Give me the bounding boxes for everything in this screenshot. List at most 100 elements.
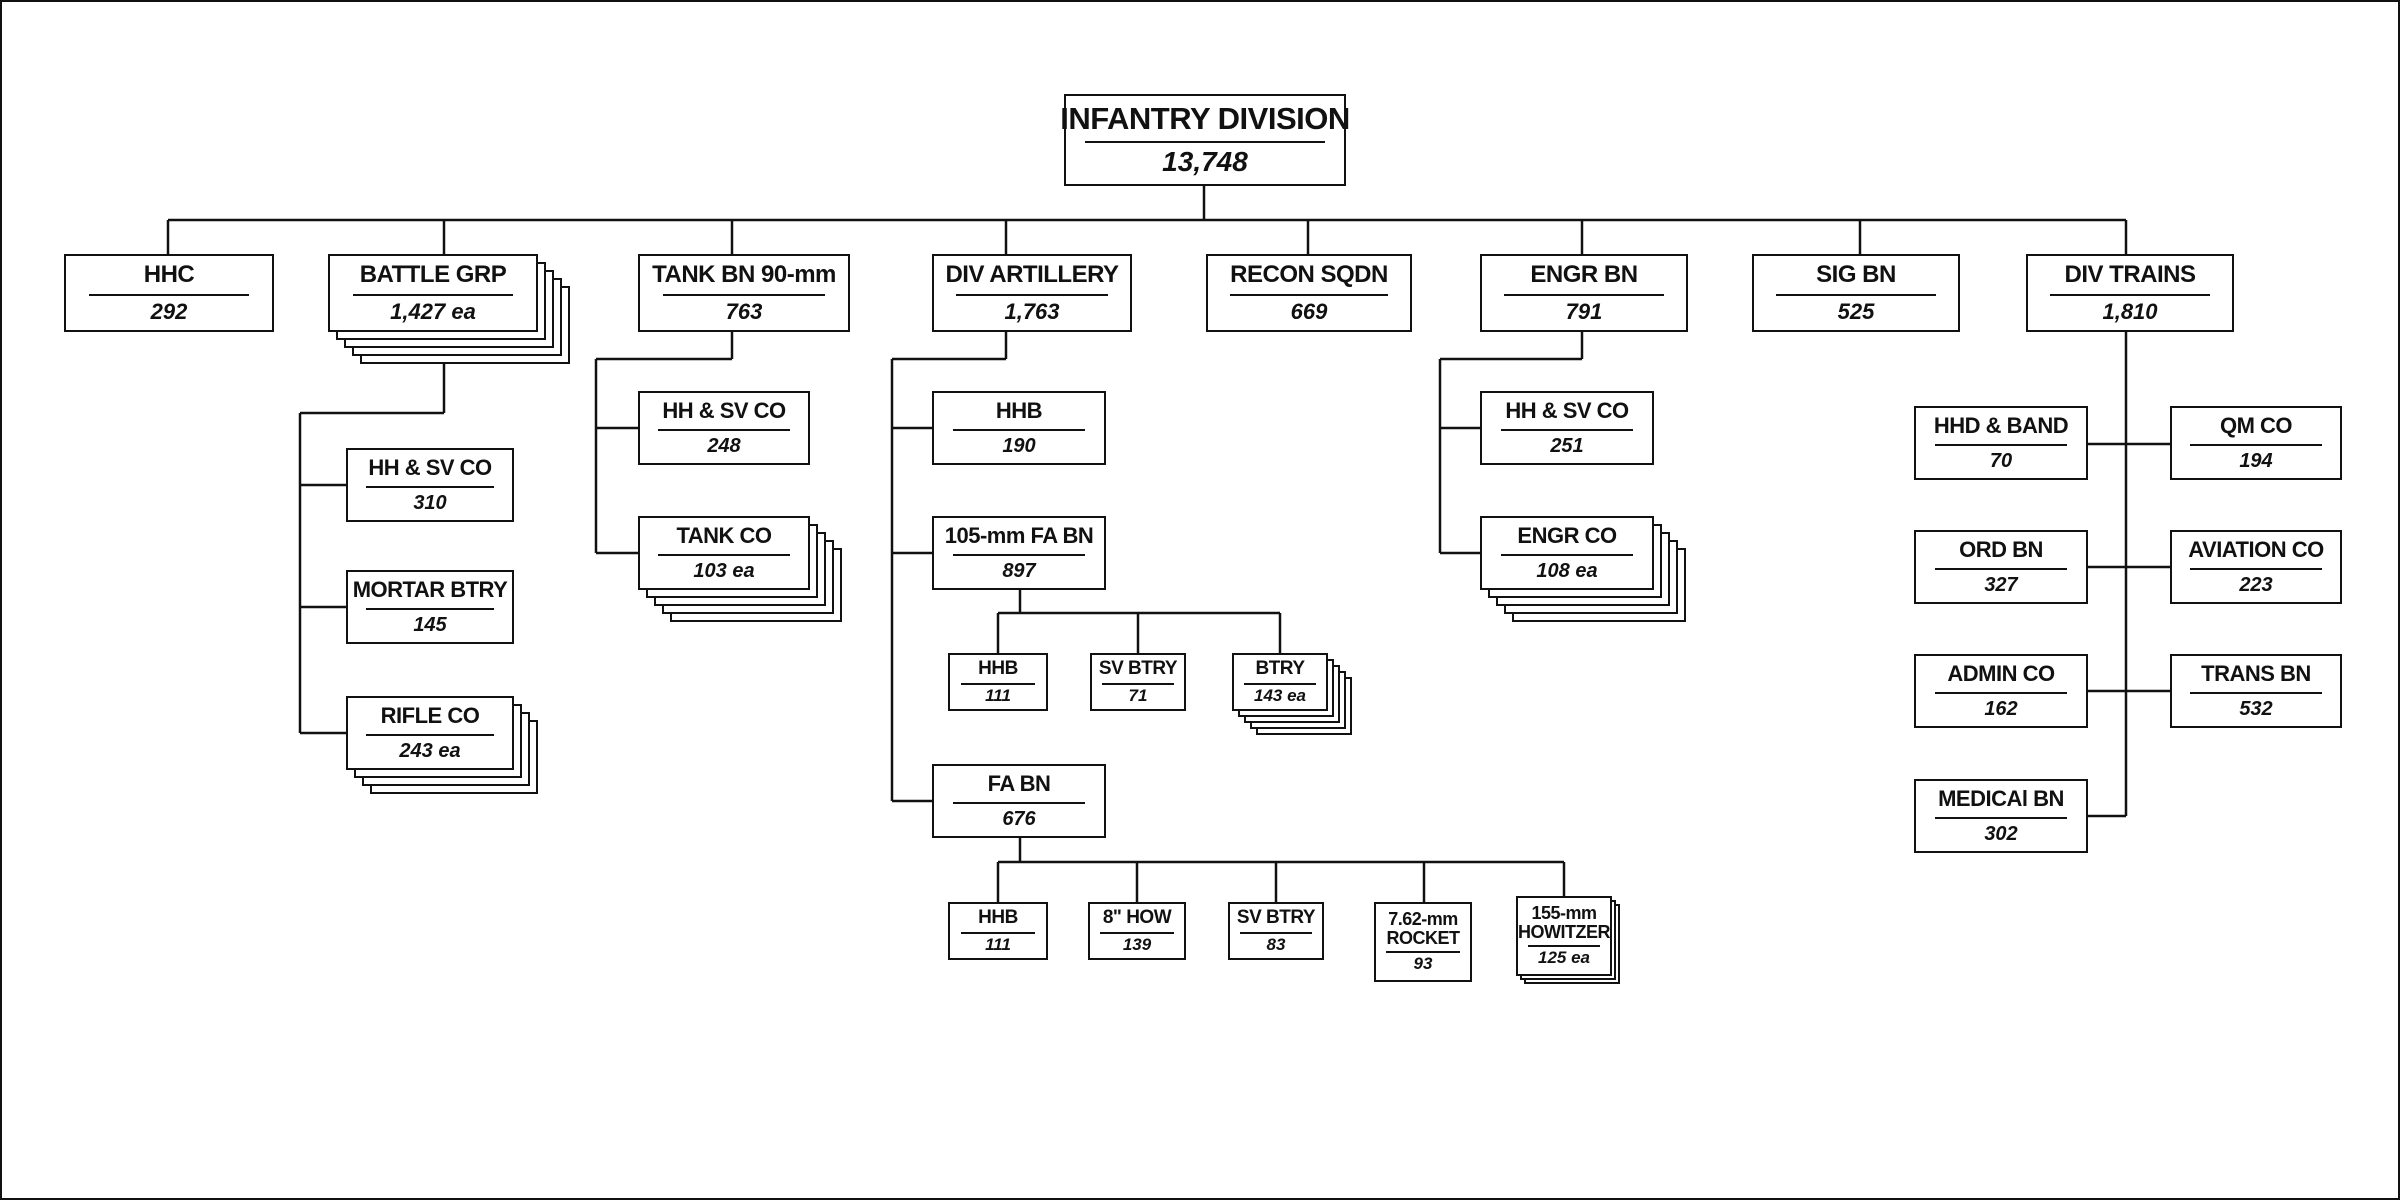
- node-label: BATTLE GRP: [359, 261, 507, 289]
- node-art-hhb: HHB 190: [932, 391, 1106, 465]
- node-qm-co: QM CO 194: [2170, 406, 2342, 480]
- node-strength: 243 ea: [399, 739, 461, 762]
- node-strength: 70: [1989, 449, 2013, 472]
- node-divider: [2190, 691, 2322, 694]
- node-105-sv-btry: SV BTRY 71: [1090, 653, 1186, 711]
- node-strength: 791: [1565, 298, 1603, 324]
- node-divider: [1934, 443, 2068, 446]
- node-admin-co: ADMIN CO 162: [1914, 654, 2088, 728]
- node-divider: [1100, 931, 1174, 934]
- node-strength: 71: [1128, 685, 1148, 705]
- node-divider: [2190, 443, 2322, 446]
- node-label: 8" HOW: [1102, 906, 1172, 928]
- node-div-trains: DIV TRAINS 1,810: [2026, 254, 2234, 332]
- node-label: DIV ARTILLERY: [945, 261, 1119, 289]
- node-strength: 223: [2239, 573, 2273, 596]
- node-medical-bn: MEDICAl BN 302: [1914, 779, 2088, 853]
- node-divider: [1500, 553, 1634, 556]
- node-strength: 162: [1984, 697, 2018, 720]
- node-label: SV BTRY: [1236, 906, 1316, 928]
- node-strength: 669: [1290, 298, 1328, 324]
- node-strength: 302: [1984, 822, 2018, 845]
- node-strength: 103 ea: [693, 559, 755, 582]
- node-strength: 125 ea: [1538, 948, 1590, 968]
- node-label: INFANTRY DIVISION: [1060, 101, 1350, 137]
- node-label: RECON SQDN: [1230, 261, 1388, 289]
- node-divider: [952, 553, 1086, 556]
- node-strength: 83: [1266, 934, 1286, 954]
- node-label: FA BN: [987, 771, 1051, 797]
- node-divider: [1102, 682, 1174, 685]
- node-label-line1: 155-mm: [1531, 903, 1597, 924]
- node-label-line2: HOWITZER: [1518, 922, 1611, 943]
- node-rocket: 7.62-mm ROCKET 93: [1374, 902, 1472, 982]
- node-fa-bn: FA BN 676: [932, 764, 1106, 838]
- node-divider: [1240, 931, 1312, 934]
- node-tank-co: TANK CO 103 ea: [638, 516, 842, 622]
- node-ord-bn: ORD BN 327: [1914, 530, 2088, 604]
- node-divider: [960, 931, 1036, 934]
- node-tank-bn: TANK BN 90-mm 763: [638, 254, 850, 332]
- node-label: BTRY: [1255, 657, 1305, 679]
- node-label: RIFLE CO: [380, 703, 480, 729]
- node-strength: 1,810: [2102, 298, 2158, 324]
- node-label: ORD BN: [1959, 537, 2043, 563]
- node-bg-hh-sv-co: HH & SV CO 310: [346, 448, 514, 522]
- node-trans-bn: TRANS BN 532: [2170, 654, 2342, 728]
- node-infantry-division: INFANTRY DIVISION 13,748: [1060, 94, 1350, 186]
- node-divider: [658, 553, 790, 556]
- node-label: TANK BN 90-mm: [652, 261, 836, 289]
- node-155mm-howitzer: 155-mm HOWITZER 125 ea: [1516, 896, 1620, 984]
- node-divider: [952, 428, 1086, 431]
- node-label: ENGR CO: [1517, 523, 1617, 549]
- node-fa-sv-btry: SV BTRY 83: [1228, 902, 1324, 960]
- node-sig-bn: SIG BN 525: [1752, 254, 1960, 332]
- node-strength: 532: [2239, 697, 2273, 720]
- node-divider: [1386, 951, 1460, 954]
- node-label-line1: 7.62-mm: [1388, 909, 1458, 930]
- node-engr-bn: ENGR BN 791: [1480, 254, 1688, 332]
- node-tank-hh-sv-co: HH & SV CO 248: [638, 391, 810, 465]
- node-strength: 248: [707, 434, 741, 457]
- node-strength: 108 ea: [1536, 559, 1598, 582]
- node-divider: [1500, 428, 1634, 431]
- node-engr-hh-sv-co: HH & SV CO 251: [1480, 391, 1654, 465]
- node-battle-grp: BATTLE GRP 1,427 ea: [328, 254, 570, 364]
- node-strength: 525: [1837, 298, 1875, 324]
- node-105mm-fa-bn: 105-mm FA BN 897: [932, 516, 1106, 590]
- node-label: HH & SV CO: [662, 398, 786, 424]
- node-strength: 194: [2239, 449, 2273, 472]
- node-rifle-co: RIFLE CO 243 ea: [346, 696, 538, 794]
- node-strength: 676: [1002, 807, 1036, 830]
- node-strength: 763: [725, 298, 763, 324]
- node-divider: [1244, 682, 1316, 685]
- node-label: MEDICAl BN: [1938, 786, 2064, 812]
- node-label: TRANS BN: [2201, 661, 2311, 687]
- node-label: SV BTRY: [1098, 657, 1178, 679]
- node-div-artillery: DIV ARTILLERY 1,763: [932, 254, 1132, 332]
- node-divider: [2190, 567, 2322, 570]
- node-label: AVIATION CO: [2188, 537, 2324, 563]
- node-label: ENGR BN: [1530, 261, 1638, 289]
- node-strength: 1,427 ea: [390, 298, 476, 324]
- node-label: HHC: [143, 261, 195, 289]
- node-divider: [1934, 816, 2068, 819]
- node-divider: [1528, 945, 1600, 948]
- node-strength: 139: [1122, 934, 1152, 954]
- node-strength: 13,748: [1162, 146, 1248, 178]
- node-strength: 327: [1984, 573, 2018, 596]
- node-divider: [955, 293, 1109, 296]
- node-recon-sqdn: RECON SQDN 669: [1206, 254, 1412, 332]
- node-divider: [1776, 293, 1936, 296]
- node-divider: [88, 293, 250, 296]
- node-divider: [1934, 691, 2068, 694]
- node-strength: 111: [985, 934, 1011, 954]
- node-label: ADMIN CO: [1947, 661, 2055, 687]
- node-label: 105-mm FA BN: [944, 523, 1094, 549]
- node-strength: 897: [1002, 559, 1036, 582]
- node-strength: 310: [413, 491, 447, 514]
- node-divider: [1230, 293, 1388, 296]
- node-divider: [1504, 293, 1664, 296]
- node-strength: 292: [150, 298, 188, 324]
